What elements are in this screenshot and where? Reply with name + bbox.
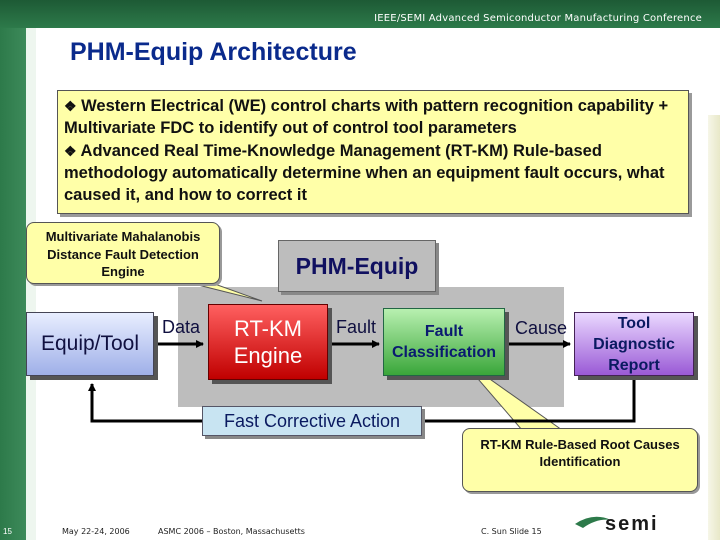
bullet-item: ❖ Advanced Real Time-Knowledge Managemen… — [64, 140, 682, 207]
footer-slide-ref: C. Sun Slide 15 — [481, 527, 542, 536]
bullet-item: ❖ Western Electrical (WE) control charts… — [64, 95, 682, 140]
semi-logo-swoosh-icon — [575, 516, 611, 528]
left-decor-stripe — [26, 28, 36, 540]
conference-name: IEEE/SEMI Advanced Semiconductor Manufac… — [374, 13, 702, 24]
header-bar — [0, 0, 720, 28]
bullet-text: Western Electrical (WE) control charts w… — [64, 97, 669, 138]
bullet-box: ❖ Western Electrical (WE) control charts… — [57, 90, 689, 214]
tool-label-line1: Tool — [617, 314, 651, 332]
footer-event: ASMC 2006 – Boston, Massachusetts — [158, 527, 305, 536]
edge-label-fault: Fault — [336, 317, 377, 337]
callout-root-causes: RT-KM Rule-Based Root Causes Identificat… — [462, 428, 698, 492]
footer-date: May 22-24, 2006 — [62, 527, 130, 536]
edge-label-data: Data — [162, 317, 201, 337]
right-decor-bar — [708, 115, 720, 540]
slide-title: PHM-Equip Architecture — [70, 38, 357, 66]
rtkm-engine-node: RT-KM Engine — [208, 304, 328, 380]
semi-logo-text: semi — [605, 513, 659, 535]
bullet-diamond-icon: ❖ — [64, 98, 77, 114]
fault-label-line2: Classification — [391, 344, 497, 361]
bullet-text: Advanced Real Time-Knowledge Management … — [64, 141, 665, 205]
tool-diagnostic-report-node: Tool Diagnostic Report — [574, 312, 694, 376]
semi-logo: semi — [575, 513, 659, 535]
fault-label-line1: Fault — [424, 323, 464, 340]
edge-label-cause: Cause — [515, 318, 568, 338]
fast-corrective-action-label: Fast Corrective Action — [202, 406, 422, 436]
rtkm-label-line1: RT-KM — [233, 316, 303, 341]
callout-mahalanobis: Multivariate Mahalanobis Distance Fault … — [26, 222, 220, 284]
tool-label-line2: Diagnostic — [593, 335, 675, 353]
equip-tool-node: Equip/Tool — [26, 312, 154, 376]
left-decor-bar — [0, 28, 26, 540]
rtkm-label-line2: Engine — [233, 343, 303, 368]
fault-classification-node: Fault Classification — [383, 308, 505, 376]
phm-equip-label: PHM-Equip — [278, 240, 436, 292]
bullet-diamond-icon: ❖ — [64, 142, 77, 159]
footer-page-number: 15 — [3, 527, 12, 536]
equip-tool-label: Equip/Tool — [40, 332, 140, 355]
tool-label-line3: Report — [608, 356, 660, 374]
